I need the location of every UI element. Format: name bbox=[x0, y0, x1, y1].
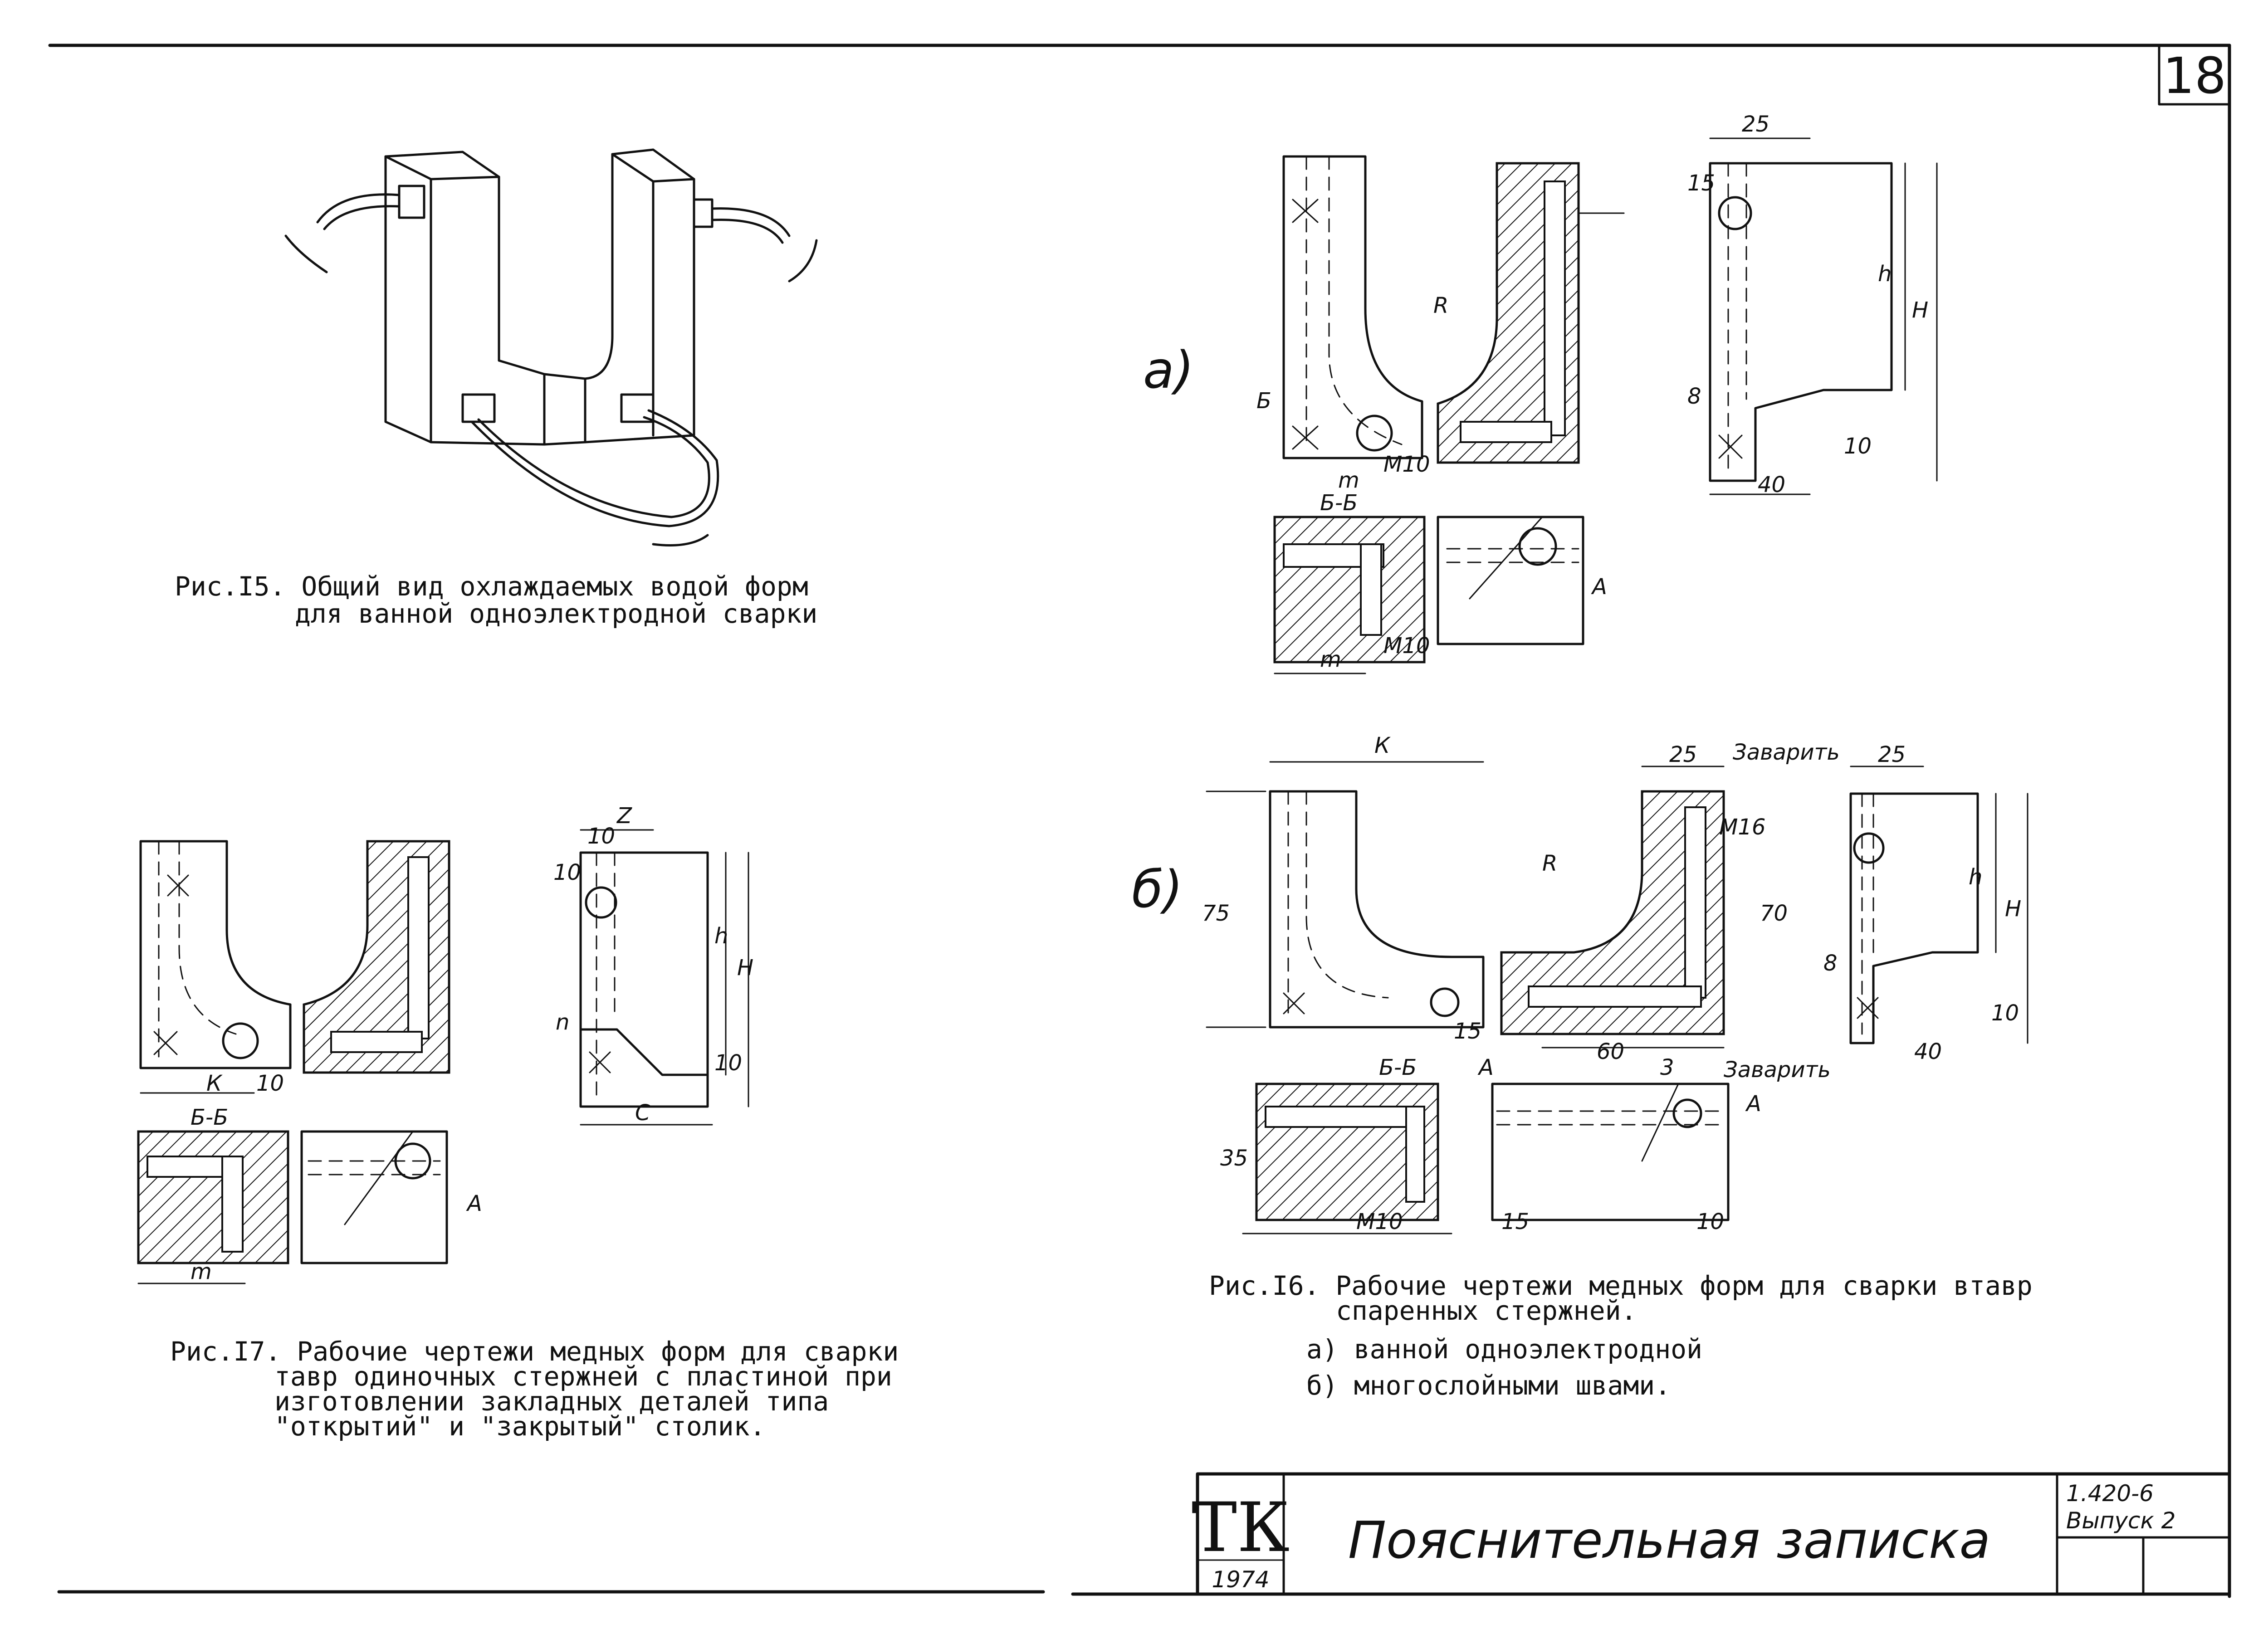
svg-text:А: А bbox=[1591, 574, 1607, 600]
fig16a-front-view bbox=[1282, 155, 1423, 459]
svg-text:m: m bbox=[1338, 468, 1359, 493]
fig15-caption-line2: для ванной одноэлектродной сварки bbox=[295, 598, 817, 629]
fig16b-section-bb bbox=[1242, 1083, 1730, 1234]
fig17-hatched-section bbox=[303, 840, 450, 1074]
svg-text:70: 70 bbox=[1760, 901, 1788, 926]
svg-text:Z: Z bbox=[616, 803, 632, 829]
svg-text:10: 10 bbox=[714, 1050, 742, 1076]
svg-text:R: R bbox=[1433, 293, 1448, 318]
page-number: 18 bbox=[2163, 47, 2226, 105]
fig17-front-view bbox=[139, 840, 292, 1094]
svg-text:H: H bbox=[737, 955, 753, 980]
issue-number: Выпуск 2 bbox=[2066, 1507, 2175, 1534]
svg-text:Заварить: Заварить bbox=[1733, 740, 1840, 765]
svg-text:3: 3 bbox=[1660, 1055, 1674, 1080]
fig16-item-b: б) многослойными швами. bbox=[1306, 1370, 1671, 1401]
svg-text:h: h bbox=[1969, 864, 1982, 890]
fig17-side-view bbox=[579, 829, 749, 1126]
svg-text:25: 25 bbox=[1669, 742, 1697, 767]
fig16b-hatched-section bbox=[1500, 766, 1725, 1049]
svg-text:8: 8 bbox=[1687, 384, 1701, 409]
svg-text:Заварить: Заварить bbox=[1724, 1057, 1831, 1083]
fig16b-side-view bbox=[1849, 766, 2028, 1044]
fig15-caption-line1: Рис.І5. Общий вид охлаждаемых водой форм bbox=[175, 571, 808, 602]
svg-text:H: H bbox=[2005, 896, 2021, 922]
svg-text:8: 8 bbox=[1823, 951, 1838, 976]
svg-text:25: 25 bbox=[1878, 742, 1906, 767]
svg-text:h: h bbox=[1878, 261, 1892, 287]
fig16a-side-view bbox=[1709, 137, 1938, 495]
fig16-label-a: а) bbox=[1143, 341, 1194, 400]
fig17-dimensions: К 10 Б-Б m Z 10 10 h H n C 10 А bbox=[191, 803, 753, 1284]
fig17-caption-line2: тавр одиночных стержней с пластиной при bbox=[274, 1361, 892, 1392]
svg-text:h: h bbox=[714, 923, 728, 949]
svg-text:H: H bbox=[1912, 298, 1928, 323]
svg-text:А: А bbox=[466, 1191, 482, 1216]
title-year: 1974 bbox=[1212, 1566, 1269, 1593]
svg-text:10: 10 bbox=[553, 860, 581, 885]
fig16b-front-view bbox=[1206, 761, 1485, 1029]
svg-text:Б-Б: Б-Б bbox=[1379, 1055, 1417, 1080]
svg-text:А: А bbox=[1477, 1055, 1494, 1080]
tk-logo: ТК bbox=[1192, 1488, 1290, 1567]
fig16-item-a: а) ванной одноэлектродной bbox=[1306, 1334, 1702, 1365]
svg-text:R: R bbox=[1542, 851, 1557, 876]
title-block: ТК 1974 Пояснительная записка 1.420-6 Вы… bbox=[1192, 1472, 2231, 1596]
svg-text:М16: М16 bbox=[1719, 815, 1766, 840]
svg-text:10: 10 bbox=[1991, 1000, 2019, 1026]
svg-text:10: 10 bbox=[587, 824, 615, 849]
svg-text:15: 15 bbox=[1501, 1209, 1529, 1234]
svg-text:m: m bbox=[191, 1259, 212, 1284]
svg-text:А: А bbox=[1745, 1091, 1761, 1117]
svg-text:Б-Б: Б-Б bbox=[1320, 490, 1358, 516]
svg-text:15: 15 bbox=[1687, 171, 1715, 196]
svg-text:М10: М10 bbox=[1383, 452, 1430, 477]
svg-text:10: 10 bbox=[256, 1071, 284, 1096]
page-number-box bbox=[2158, 44, 2231, 106]
fig15-perspective-view bbox=[284, 148, 818, 546]
fig17-caption-line1: Рис.І7. Рабочие чертежи медных форм для … bbox=[170, 1336, 899, 1367]
fig17-section-bb bbox=[137, 1130, 448, 1284]
svg-text:10: 10 bbox=[1696, 1209, 1724, 1234]
fig16-label-b: б) bbox=[1132, 860, 1183, 919]
svg-text:К: К bbox=[1374, 733, 1391, 758]
svg-text:60: 60 bbox=[1597, 1039, 1624, 1064]
svg-text:75: 75 bbox=[1202, 901, 1230, 926]
svg-text:40: 40 bbox=[1758, 472, 1785, 498]
svg-text:C: C bbox=[635, 1100, 650, 1126]
fig16b-dimensions: К 25 Заварить 25 R 75 70 М16 h H 8 15 60… bbox=[1202, 733, 2021, 1234]
svg-text:15: 15 bbox=[1454, 1019, 1481, 1044]
svg-text:40: 40 bbox=[1914, 1039, 1942, 1064]
fig16-caption-line1: Рис.І6. Рабочие чертежи медных форм для … bbox=[1209, 1270, 2033, 1301]
fig16-caption-line2: спаренных стержней. bbox=[1336, 1295, 1637, 1326]
svg-text:n: n bbox=[556, 1010, 569, 1035]
svg-text:М10: М10 bbox=[1356, 1209, 1403, 1234]
svg-text:К: К bbox=[206, 1071, 223, 1096]
svg-text:10: 10 bbox=[1844, 434, 1872, 459]
fig16a-hatched-section bbox=[1437, 162, 1625, 464]
svg-text:35: 35 bbox=[1220, 1146, 1248, 1171]
svg-text:Б: Б bbox=[1256, 388, 1271, 414]
fig16a-section-bb bbox=[1273, 516, 1584, 674]
sheet-title: Пояснительная записка bbox=[1348, 1511, 1990, 1570]
fig17-caption-line4: "открытий" и "закрытый" столик. bbox=[274, 1411, 766, 1442]
drawing-code: 1.420-6 bbox=[2066, 1480, 2154, 1507]
svg-text:m: m bbox=[1320, 647, 1341, 672]
fig16a-dimensions: 25 15 h H R Б m М10 8 10 40 Б-Б m М10 А bbox=[1256, 112, 1928, 672]
fig17-caption-line3: изготовлении закладных деталей типа bbox=[274, 1386, 829, 1417]
svg-text:М10: М10 bbox=[1383, 633, 1430, 658]
svg-text:Б-Б: Б-Б bbox=[191, 1105, 228, 1130]
svg-text:25: 25 bbox=[1742, 112, 1769, 137]
